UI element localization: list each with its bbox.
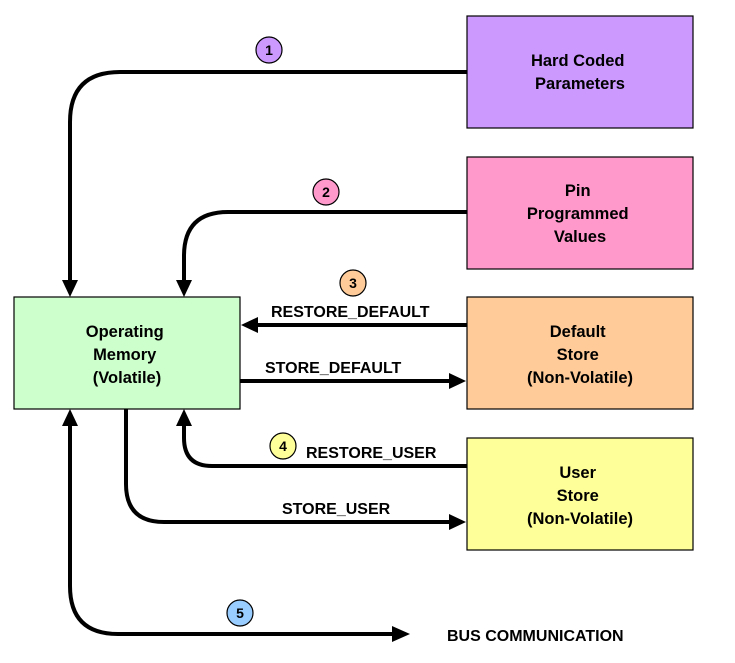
badge-2: 2 <box>312 178 340 206</box>
wire-hard-coded-to-memory <box>68 70 467 284</box>
arrowhead-store-user <box>449 514 466 530</box>
badge-3: 3 <box>339 269 367 297</box>
label-restore-user: RESTORE_USER <box>306 445 437 462</box>
arrowhead-bus-right <box>392 626 410 642</box>
wire-bus-communication <box>68 424 395 636</box>
box-operating-memory <box>13 296 241 410</box>
svg-text:4: 4 <box>279 438 287 454</box>
svg-text:1: 1 <box>265 42 273 58</box>
label-store-default: STORE_DEFAULT <box>265 360 402 377</box>
wire-store-user <box>124 409 451 524</box>
arrowhead-hard-coded <box>62 280 78 297</box>
svg-text:5: 5 <box>236 605 244 621</box>
box-default-store <box>466 296 694 410</box>
label-bus-communication: BUS COMMUNICATION <box>447 628 624 645</box>
badge-5: 5 <box>226 599 254 627</box>
box-user-store <box>466 437 694 551</box>
wire-restore-user <box>182 424 467 468</box>
svg-text:2: 2 <box>322 184 330 200</box>
hard-coded-text: Hard Coded Parameters <box>531 52 629 93</box>
operating-memory-text: Operating Memory (Volatile) <box>86 323 169 387</box>
wire-pin-to-memory <box>182 210 467 284</box>
box-pin-programmed-values <box>466 156 694 270</box>
arrowhead-restore-default <box>241 317 258 333</box>
badge-1: 1 <box>255 36 283 64</box>
pin-programmed-text: Pin Programmed Values <box>527 182 633 246</box>
label-store-user: STORE_USER <box>282 501 391 518</box>
arrowhead-restore-user <box>176 409 192 426</box>
arrowhead-pin <box>176 280 192 297</box>
box-hard-coded-parameters <box>466 15 694 129</box>
default-store-text: Default Store (Non-Volatile) <box>527 323 633 387</box>
arrowhead-store-default <box>449 373 466 389</box>
badge-4: 4 <box>269 432 297 460</box>
arrowhead-bus-up <box>62 409 78 426</box>
user-store-text: User Store (Non-Volatile) <box>527 464 633 528</box>
svg-text:3: 3 <box>349 275 357 291</box>
label-restore-default: RESTORE_DEFAULT <box>271 304 430 321</box>
